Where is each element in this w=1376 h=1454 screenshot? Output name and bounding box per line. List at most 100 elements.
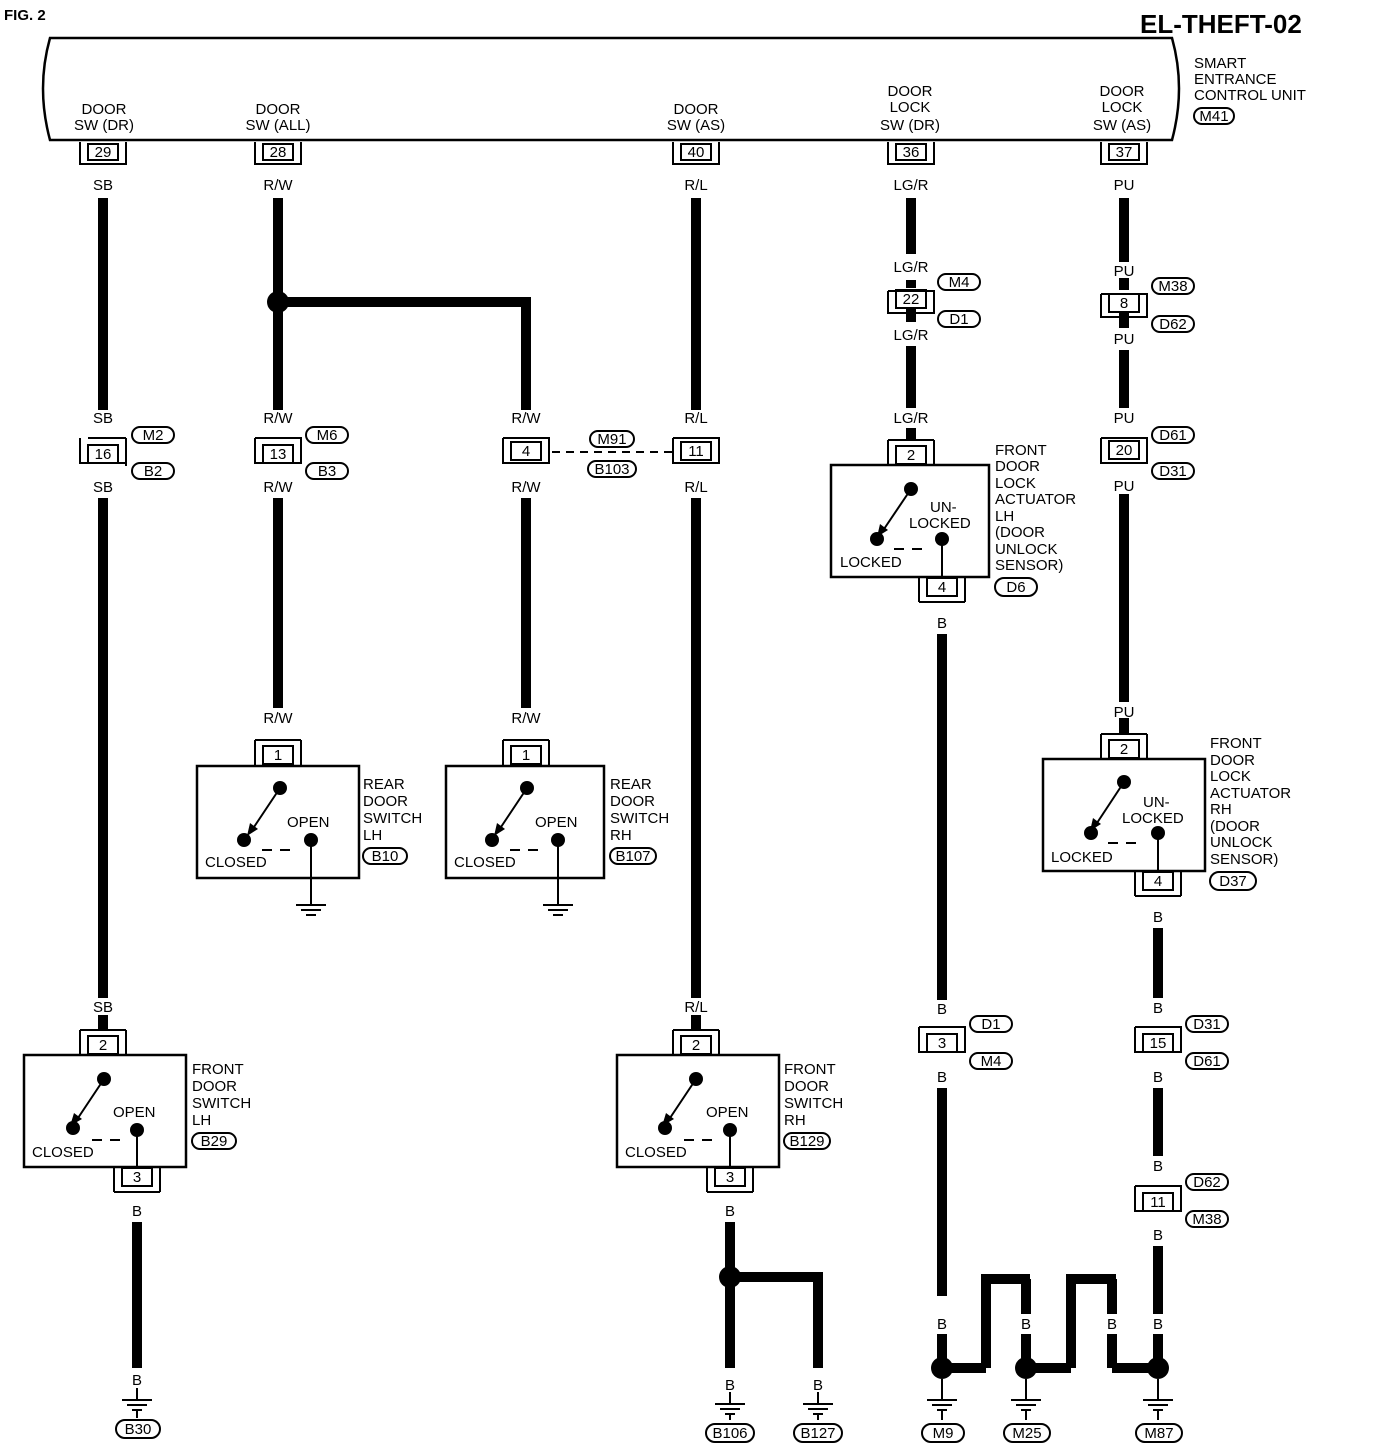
svg-text:3: 3 — [726, 1169, 734, 1186]
connector-ref-label: B2 — [144, 463, 162, 480]
wire-label-b: B — [937, 615, 947, 632]
splice-rw — [267, 291, 289, 313]
wire-label-sb: SB — [93, 999, 113, 1016]
wire-label-sb: SB — [93, 479, 113, 496]
svg-text:28: 28 — [270, 144, 287, 161]
rear-door-switch-lh: 1 OPEN CLOSED — [195, 739, 361, 916]
wire-label-b: B — [1153, 1000, 1163, 1017]
svg-text:15: 15 — [1150, 1035, 1167, 1052]
ground-ref-b106 — [705, 1423, 755, 1443]
connector-ref-m4 — [937, 273, 981, 291]
component-ref-label: B10 — [372, 848, 399, 865]
wire-label-b: B — [937, 1069, 947, 1086]
svg-text:(DOOR: (DOOR — [1210, 818, 1260, 835]
svg-text:LOCKED: LOCKED — [909, 515, 971, 532]
svg-text:3: 3 — [938, 1035, 946, 1052]
connector-ref-label: D62 — [1159, 316, 1187, 333]
svg-text:FRONT: FRONT — [1210, 735, 1262, 752]
svg-text:CLOSED: CLOSED — [454, 854, 516, 871]
ground-ref-m25 — [1003, 1423, 1051, 1443]
svg-text:DOOR: DOOR — [256, 101, 301, 118]
svg-text:DOOR: DOOR — [888, 83, 933, 100]
svg-text:DOOR: DOOR — [192, 1078, 237, 1095]
connector-ref-m6 — [305, 426, 349, 444]
rear-door-switch-rh: 1 OPEN CLOSED — [444, 739, 606, 916]
ground-m87 — [1143, 1379, 1173, 1420]
ground-ref-b30 — [115, 1419, 161, 1439]
wire-label-pu: PU — [1114, 410, 1135, 427]
svg-text:DOOR: DOOR — [82, 101, 127, 118]
front-door-switch-lh: 2 OPEN CLOSED 3 — [22, 1029, 188, 1193]
wire-b — [725, 1222, 823, 1368]
terminal-door-sw-all: DOOR SW (ALL) — [245, 101, 310, 134]
connector-ref-b2 — [131, 462, 175, 480]
svg-text:LOCK: LOCK — [1102, 99, 1143, 116]
svg-text:DOOR: DOOR — [1210, 752, 1255, 769]
front-door-switch-rh-label: FRONT DOOR SWITCH RH — [784, 1061, 843, 1129]
terminal-door-sw-as: DOOR SW (AS) — [667, 101, 725, 134]
svg-text:RH: RH — [784, 1112, 806, 1129]
svg-text:LOCKED: LOCKED — [1122, 810, 1184, 827]
rear-door-switch-rh-label: REAR DOOR SWITCH RH — [610, 776, 669, 844]
svg-text:37: 37 — [1116, 144, 1133, 161]
svg-text:SWITCH: SWITCH — [610, 810, 669, 827]
svg-text:RH: RH — [1210, 801, 1232, 818]
svg-text:DOOR: DOOR — [363, 793, 408, 810]
svg-text:OPEN: OPEN — [706, 1104, 749, 1121]
ground-m25 — [1011, 1379, 1041, 1420]
wire-label-rl: R/L — [684, 177, 707, 194]
front-door-lock-actuator-rh-label: FRONT DOOR LOCK ACTUATOR RH (DOOR UNLOCK… — [1210, 735, 1291, 868]
wire-label-b: B — [1153, 909, 1163, 926]
connector-ref-b103 — [587, 460, 637, 478]
splice-m87 — [1147, 1357, 1169, 1379]
svg-text:DOOR: DOOR — [784, 1078, 829, 1095]
svg-text:16: 16 — [95, 446, 112, 463]
wire-label-rw: R/W — [511, 410, 541, 427]
svg-text:4: 4 — [938, 579, 946, 596]
connector-ref-d31 — [1185, 1015, 1229, 1033]
svg-text:SW (DR): SW (DR) — [74, 117, 134, 134]
svg-text:REAR: REAR — [363, 776, 405, 793]
svg-text:DOOR: DOOR — [1100, 83, 1145, 100]
wire-label-b: B — [132, 1372, 142, 1389]
component-ref-d6 — [994, 577, 1038, 597]
connector-ref-label: D1 — [949, 311, 968, 328]
wire-label-pu: PU — [1114, 478, 1135, 495]
wire-label-rw: R/W — [263, 479, 293, 496]
svg-text:SW (AS): SW (AS) — [1093, 117, 1151, 134]
svg-text:2: 2 — [99, 1037, 107, 1054]
connector-11: 11 — [672, 437, 720, 464]
component-ref-label: B107 — [615, 848, 650, 865]
front-door-switch-rh: 2 OPEN CLOSED 3 — [615, 1029, 781, 1193]
connector-3: 3 — [918, 1026, 966, 1053]
ground-ref-label: B127 — [800, 1425, 835, 1442]
svg-text:CONTROL UNIT: CONTROL UNIT — [1194, 87, 1306, 104]
connector-20: 20 — [1100, 437, 1148, 464]
component-ref-b29 — [191, 1132, 237, 1150]
connector-16: 16 — [79, 437, 127, 466]
ground-b106 — [715, 1392, 745, 1420]
wire-label-b: B — [1021, 1316, 1031, 1333]
ground-b127 — [803, 1392, 833, 1420]
svg-text:FRONT: FRONT — [192, 1061, 244, 1078]
connector-ref-label: D62 — [1193, 1174, 1221, 1191]
wire-label-lgr: LG/R — [893, 259, 928, 276]
svg-text:LOCK: LOCK — [995, 475, 1036, 492]
svg-text:CLOSED: CLOSED — [32, 1144, 94, 1161]
ground-ref-label: B106 — [712, 1425, 747, 1442]
svg-text:1: 1 — [274, 747, 282, 764]
svg-text:LH: LH — [192, 1112, 211, 1129]
unit-pin-28: 28 — [254, 142, 302, 165]
component-ref-label: B129 — [789, 1133, 824, 1150]
connector-22: 22 — [887, 289, 935, 314]
connector-ref-m38 — [1151, 277, 1195, 295]
svg-text:11: 11 — [1150, 1194, 1166, 1211]
svg-text:ACTUATOR: ACTUATOR — [995, 491, 1076, 508]
component-ref-b107 — [609, 847, 657, 865]
wire-label-rl: R/L — [684, 479, 707, 496]
component-ref-label: D37 — [1219, 873, 1247, 890]
svg-text:3: 3 — [133, 1169, 141, 1186]
svg-text:UNLOCK: UNLOCK — [1210, 834, 1273, 851]
wire-label-b: B — [1153, 1158, 1163, 1175]
